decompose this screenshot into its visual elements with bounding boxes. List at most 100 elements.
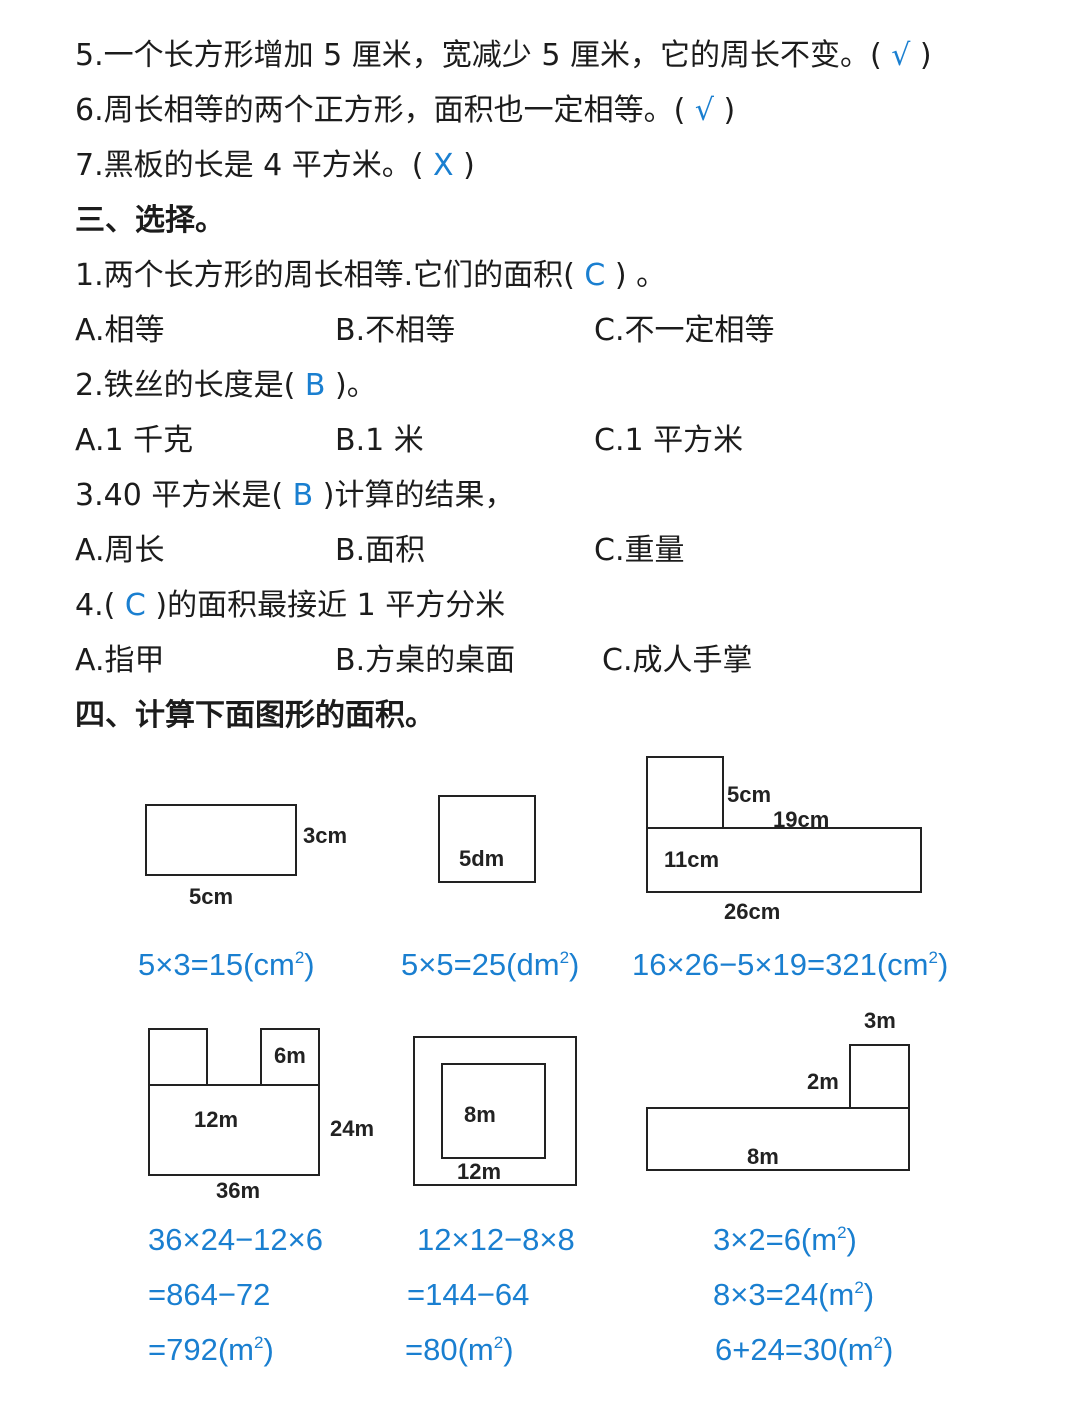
answer-text: 5×3=15(cm xyxy=(138,947,295,982)
answer-close: ) xyxy=(503,1332,514,1367)
question-2: 2.铁丝的长度是( B )。 xyxy=(75,366,377,406)
figure-label: 24m xyxy=(330,1116,375,1141)
figure-left-notch xyxy=(148,1028,208,1087)
answer-exponent: 2 xyxy=(837,1223,847,1242)
answer-close: ) xyxy=(304,947,315,982)
option-a: A.指甲 xyxy=(75,643,165,678)
tf-text: 5.一个长方形增加 5 厘米，宽减少 5 厘米，它的周长不变。( xyxy=(75,38,882,73)
figure-square xyxy=(438,795,536,883)
question-answer: C xyxy=(124,588,146,623)
tf-close: ) xyxy=(723,93,736,128)
answer-4-step-3: =792(m2) xyxy=(148,1332,274,1368)
option-c: C.重量 xyxy=(594,533,685,568)
answer-exponent: 2 xyxy=(493,1333,504,1352)
answer-text: =792(m xyxy=(148,1332,254,1367)
tf-answer: X xyxy=(433,148,454,183)
option-a: A.周长 xyxy=(75,533,165,568)
question-tail: )的面积最接近 1 平方分米 xyxy=(155,588,506,623)
answer-1: 5×3=15(cm2) xyxy=(138,947,315,983)
option-b: B.不相等 xyxy=(335,313,456,348)
answer-5-step-1: 12×12−8×8 xyxy=(417,1222,575,1257)
answer-text: 8×3=24(m xyxy=(713,1277,855,1312)
answer-text: 5×5=25(dm xyxy=(401,947,560,982)
question-4: 4.( C )的面积最接近 1 平方分米 xyxy=(75,586,505,626)
figure-label: 5cm xyxy=(727,782,772,807)
figure-long-rectangle xyxy=(646,1107,910,1171)
figure-label: 3m xyxy=(864,1008,896,1033)
tf-item-6: 6.周长相等的两个正方形，面积也一定相等。( √ ) xyxy=(75,91,735,131)
answer-close: ) xyxy=(883,1332,894,1367)
question-3: 3.40 平方米是( B )计算的结果， xyxy=(75,476,514,516)
answer-text: 16×26−5×19=321(cm xyxy=(632,947,929,982)
question-tail: ) 。 xyxy=(614,258,667,293)
question-text: 4.( xyxy=(75,588,116,623)
figure-outer-square xyxy=(413,1036,577,1186)
tf-text: 6.周长相等的两个正方形，面积也一定相等。( xyxy=(75,93,686,128)
figure-label: 26cm xyxy=(724,899,781,924)
question-1: 1.两个长方形的周长相等.它们的面积( C ) 。 xyxy=(75,256,666,296)
question-text: 3.40 平方米是( xyxy=(75,478,284,513)
question-text: 1.两个长方形的周长相等.它们的面积( xyxy=(75,258,575,293)
section-4-title: 四、计算下面图形的面积。 xyxy=(75,698,435,733)
figure-label: 8m xyxy=(464,1102,496,1127)
option-b: B.方桌的桌面 xyxy=(335,643,516,678)
answer-exponent: 2 xyxy=(559,948,570,967)
tf-answer: √ xyxy=(891,38,911,73)
answer-6-step-1: 3×2=6(m2) xyxy=(713,1222,857,1258)
question-answer: C xyxy=(584,258,606,293)
figure-rectangle xyxy=(145,804,297,876)
figure-label: 12m xyxy=(457,1159,502,1184)
answer-5-step-2: =144−64 xyxy=(407,1277,530,1312)
option-c: C.1 平方米 xyxy=(594,423,744,458)
answer-exponent: 2 xyxy=(928,948,938,967)
answer-4-step-1: 36×24−12×6 xyxy=(148,1222,323,1257)
question-tail: )。 xyxy=(335,368,377,403)
tf-close: ) xyxy=(463,148,475,183)
answer-2: 5×5=25(dm2) xyxy=(401,947,579,983)
tf-item-5: 5.一个长方形增加 5 厘米，宽减少 5 厘米，它的周长不变。( √ ) xyxy=(75,36,932,76)
answer-text: =80(m xyxy=(405,1332,494,1367)
figure-label: 6m xyxy=(274,1043,306,1068)
answer-close: ) xyxy=(863,1277,875,1312)
option-a: A.1 千克 xyxy=(75,423,194,458)
figure-long-rectangle xyxy=(646,827,922,893)
figure-label: 3cm xyxy=(303,823,348,848)
figure-label: 5cm xyxy=(189,884,234,909)
tf-item-7: 7.黑板的长是 4 平方米。( X ) xyxy=(75,146,475,186)
section-3-title: 三、选择。 xyxy=(75,203,225,238)
question-answer: B xyxy=(292,478,314,513)
figure-label: 19cm xyxy=(773,807,830,832)
answer-text: 3×2=6(m xyxy=(713,1222,838,1257)
figure-label: 2m xyxy=(807,1069,839,1094)
answer-exponent: 2 xyxy=(253,1333,264,1352)
answer-exponent: 2 xyxy=(854,1278,864,1297)
answer-exponent: 2 xyxy=(873,1333,884,1352)
answer-4-step-2: =864−72 xyxy=(148,1277,271,1312)
answer-6-step-3: 6+24=30(m2) xyxy=(715,1332,893,1368)
option-b: B.1 米 xyxy=(335,423,424,458)
answer-close: ) xyxy=(937,947,949,982)
answer-3: 16×26−5×19=321(cm2) xyxy=(632,947,948,983)
answer-5-step-3: =80(m2) xyxy=(405,1332,514,1368)
answer-close: ) xyxy=(569,947,580,982)
figure-base-rectangle xyxy=(148,1084,320,1176)
figure-small-square xyxy=(646,756,724,830)
option-b: B.面积 xyxy=(335,533,426,568)
answer-text: 6+24=30(m xyxy=(715,1332,874,1367)
figure-small-square xyxy=(849,1044,910,1110)
figure-label: 12m xyxy=(194,1107,239,1132)
answer-6-step-2: 8×3=24(m2) xyxy=(713,1277,874,1313)
option-c: C.成人手掌 xyxy=(602,643,753,678)
option-c: C.不一定相等 xyxy=(594,313,775,348)
question-tail: )计算的结果， xyxy=(322,478,515,513)
figure-inner-square xyxy=(441,1063,546,1159)
figure-label: 36m xyxy=(216,1178,261,1203)
figure-label: 11cm xyxy=(664,847,720,872)
tf-text: 7.黑板的长是 4 平方米。( xyxy=(75,148,424,183)
answer-close: ) xyxy=(846,1222,857,1257)
tf-close: ) xyxy=(919,38,932,73)
figure-label: 8m xyxy=(747,1144,779,1169)
answer-close: ) xyxy=(263,1332,274,1367)
question-text: 2.铁丝的长度是( xyxy=(75,368,296,403)
question-answer: B xyxy=(304,368,326,403)
